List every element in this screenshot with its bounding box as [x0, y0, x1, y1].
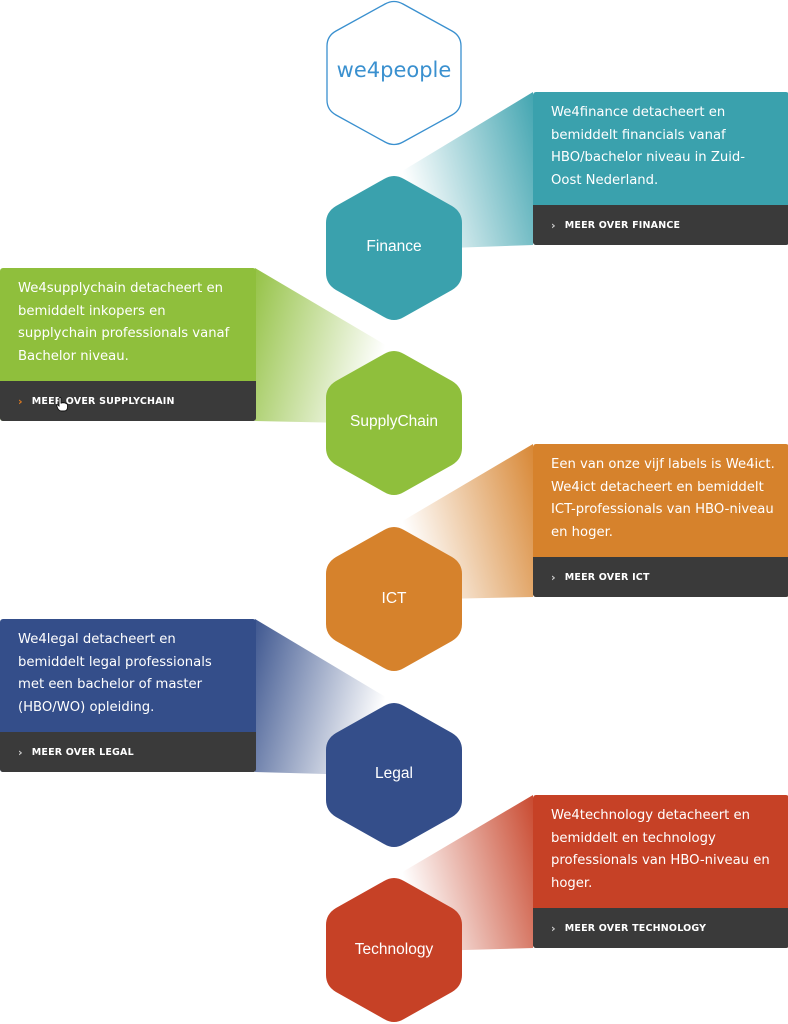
link-label: MEER OVER SUPPLYCHAIN	[31, 395, 175, 407]
meer-over-technology-link[interactable]: › MEER OVER TECHNOLOGY	[533, 908, 788, 948]
card-finance: We4finance detacheert en bemiddelt finan…	[533, 92, 788, 245]
link-label: MEER OVER ICT	[564, 571, 650, 583]
card-supplychain: We4supplychain detacheert en bemiddelt i…	[0, 268, 256, 421]
meer-over-ict-link[interactable]: › MEER OVER ICT	[533, 557, 788, 597]
link-label: MEER OVER LEGAL	[31, 746, 134, 758]
logo-text[interactable]: we4people	[336, 58, 452, 82]
chevron-right-icon: ›	[551, 921, 556, 935]
card-description: We4legal detacheert en bemiddelt legal p…	[18, 632, 212, 715]
logo-hexagon[interactable]	[326, 0, 462, 146]
hexagon-label-legal[interactable]: Legal	[375, 765, 413, 782]
card-description: We4technology detacheert en bemiddelt en…	[551, 808, 770, 891]
card-ict: Een van onze vijf labels is We4ict. We4i…	[533, 444, 788, 597]
card-description: We4supplychain detacheert en bemiddelt i…	[18, 281, 230, 364]
card-technology: We4technology detacheert en bemiddelt en…	[533, 795, 788, 948]
meer-over-supplychain-link[interactable]: › MEER OVER SUPPLYCHAIN	[0, 381, 256, 421]
link-label: MEER OVER FINANCE	[564, 219, 681, 231]
hexagon-finance[interactable]	[326, 176, 462, 320]
hexagon-technology[interactable]	[326, 878, 462, 1022]
chevron-right-icon: ›	[551, 570, 556, 584]
hexagon-legal[interactable]	[326, 703, 462, 847]
hexagon-supplychain[interactable]	[326, 351, 462, 495]
chevron-right-icon: ›	[18, 394, 23, 408]
meer-over-legal-link[interactable]: › MEER OVER LEGAL	[0, 732, 256, 772]
meer-over-finance-link[interactable]: › MEER OVER FINANCE	[533, 205, 788, 245]
hand-cursor-icon	[56, 397, 68, 412]
hexagon-label-ict[interactable]: ICT	[381, 590, 407, 607]
hexagon-label-supplychain[interactable]: SupplyChain	[350, 413, 438, 430]
hexagon-label-finance[interactable]: Finance	[366, 238, 422, 255]
chevron-right-icon: ›	[551, 218, 556, 232]
hexagon-label-technology[interactable]: Technology	[354, 941, 434, 958]
card-description: Een van onze vijf labels is We4ict. We4i…	[551, 457, 775, 540]
hexagon-ict[interactable]	[326, 527, 462, 671]
card-description: We4finance detacheert en bemiddelt finan…	[551, 105, 746, 188]
chevron-right-icon: ›	[18, 745, 23, 759]
link-label: MEER OVER TECHNOLOGY	[564, 922, 707, 934]
card-legal: We4legal detacheert en bemiddelt legal p…	[0, 619, 256, 772]
